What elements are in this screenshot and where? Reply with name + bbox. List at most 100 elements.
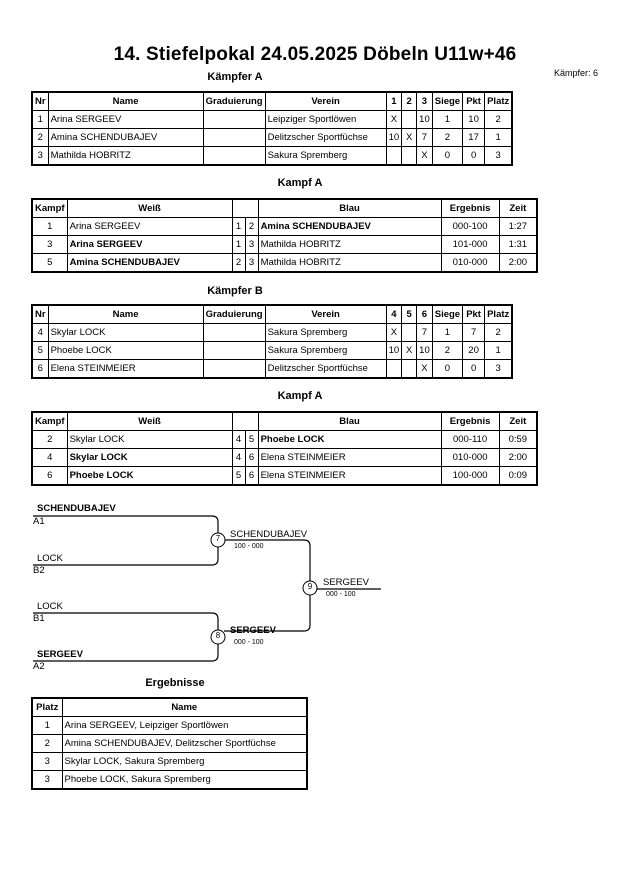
white-fighter: Skylar LOCK	[66, 430, 233, 449]
col-header	[245, 198, 259, 218]
cell	[401, 146, 418, 166]
bracket-entry-seed: B2	[33, 565, 45, 576]
cell	[202, 341, 266, 360]
cell: 3	[31, 146, 49, 166]
fight-result: 010-000	[440, 448, 500, 467]
cell	[401, 323, 418, 342]
white-fighter: Arina SERGEEV	[66, 217, 233, 236]
table-row: 5 Amina SCHENDUBAJEV 2 3 Mathilda HOBRIT…	[31, 253, 538, 273]
col-header: Blau	[257, 198, 442, 218]
col-header: Verein	[264, 304, 387, 324]
blue-fighter: Amina SCHENDUBAJEV	[257, 217, 442, 236]
col-header: Weiß	[66, 198, 233, 218]
table-row: 4 Skylar LOCK Sakura Spremberg X 7 1 7 2	[31, 323, 513, 342]
cell: 6	[31, 359, 49, 379]
col-header: Pkt	[462, 91, 486, 111]
cell: 10	[385, 341, 403, 360]
cell: 4	[31, 323, 49, 342]
white-index: 4	[231, 430, 246, 449]
cell: 0	[431, 359, 464, 379]
table-row: 1 Arina SERGEEV, Leipziger Sportlöwen	[31, 716, 308, 735]
cell: Delitzscher Sportfüchse	[264, 128, 387, 147]
col-header: Graduierung	[202, 304, 266, 324]
white-fighter: Phoebe LOCK	[66, 466, 233, 486]
cell: 0	[462, 359, 486, 379]
fight-number-8: 8	[215, 631, 221, 640]
blue-fighter: Elena STEINMEIER	[257, 448, 442, 467]
blue-index: 6	[244, 466, 259, 486]
cell: Elena STEINMEIER	[47, 359, 204, 379]
fight-time: 0:59	[498, 430, 538, 449]
col-header: 3	[416, 91, 433, 111]
cell: Leipziger Sportlöwen	[264, 110, 387, 129]
white-fighter: Amina SCHENDUBAJEV	[66, 253, 233, 273]
white-index: 4	[231, 448, 246, 467]
fight-result: 000-100	[440, 217, 500, 236]
blue-fighter: Elena STEINMEIER	[257, 466, 442, 486]
bracket-entry-name: SERGEEV	[37, 649, 83, 660]
white-index: 1	[231, 235, 246, 254]
col-header: Kampf	[31, 198, 68, 218]
pool-a-heading: Kämpfer A	[207, 71, 263, 83]
cell: Amina SCHENDUBAJEV	[47, 128, 204, 147]
white-fighter: Skylar LOCK	[66, 448, 233, 467]
col-header: Ergebnis	[440, 411, 500, 431]
fight-time: 1:31	[498, 235, 538, 254]
fight-time: 1:27	[498, 217, 538, 236]
results-header-row: Platz Name	[31, 697, 308, 717]
cell: X	[401, 341, 418, 360]
fight-number: 6	[31, 466, 68, 486]
col-header: Zeit	[498, 411, 538, 431]
col-header: Weiß	[66, 411, 233, 431]
table-row: 4 Skylar LOCK 4 6 Elena STEINMEIER 010-0…	[31, 448, 538, 467]
col-header: Platz	[31, 697, 63, 717]
fights-b-header-row: Kampf Weiß Blau Ergebnis Zeit	[31, 411, 538, 431]
cell: 7	[416, 323, 433, 342]
fight-number: 4	[31, 448, 68, 467]
cell: Phoebe LOCK	[47, 341, 204, 360]
col-header: Nr	[31, 304, 49, 324]
col-header: Zeit	[498, 198, 538, 218]
results-table: Platz Name 1 Arina SERGEEV, Leipziger Sp…	[31, 697, 308, 790]
blue-fighter: Mathilda HOBRITZ	[257, 235, 442, 254]
col-header	[231, 411, 246, 431]
fights-a-heading: Kampf A	[277, 177, 323, 189]
cell: 0	[431, 146, 464, 166]
col-header	[231, 198, 246, 218]
bracket-lines	[33, 515, 381, 662]
place: 3	[31, 770, 63, 790]
col-header: 2	[401, 91, 418, 111]
col-header: Siege	[431, 91, 464, 111]
col-header: Kampf	[31, 411, 68, 431]
fight-number-9: 9	[307, 582, 313, 591]
table-row: 3 Phoebe LOCK, Sakura Spremberg	[31, 770, 308, 790]
fights-b-table: Kampf Weiß Blau Ergebnis Zeit 2 Skylar L…	[31, 411, 539, 486]
blue-index: 2	[244, 217, 259, 236]
table-row: 1 Arina SERGEEV 1 2 Amina SCHENDUBAJEV 0…	[31, 217, 538, 236]
cell: 20	[462, 341, 486, 360]
cell: 10	[385, 128, 403, 147]
fight-number: 2	[31, 430, 68, 449]
fight-result: 010-000	[440, 253, 500, 273]
cell	[202, 128, 266, 147]
fight-8-score: 000 - 100	[234, 639, 264, 646]
fight-7-score: 100 - 000	[234, 543, 264, 550]
page-title: 14. Stiefelpokal 24.05.2025 Döbeln U11w+…	[113, 44, 517, 65]
knockout-bracket: SCHENDUBAJEV A1 LOCK B2 LOCK B1 SERGEEV …	[0, 495, 630, 675]
cell: 2	[484, 323, 513, 342]
cell: 2	[484, 110, 513, 129]
fight-number: 3	[31, 235, 68, 254]
cell	[401, 110, 418, 129]
cell: 7	[416, 128, 433, 147]
blue-index: 6	[244, 448, 259, 467]
white-index: 2	[231, 253, 246, 273]
bracket-entry-seed: A2	[33, 661, 45, 672]
cell	[385, 359, 403, 379]
cell: 7	[462, 323, 486, 342]
white-index: 5	[231, 466, 246, 486]
cell: Sakura Spremberg	[264, 323, 387, 342]
col-header: Graduierung	[202, 91, 266, 111]
cell: Arina SERGEEV	[47, 110, 204, 129]
col-header: 5	[401, 304, 418, 324]
place: 1	[31, 716, 63, 735]
